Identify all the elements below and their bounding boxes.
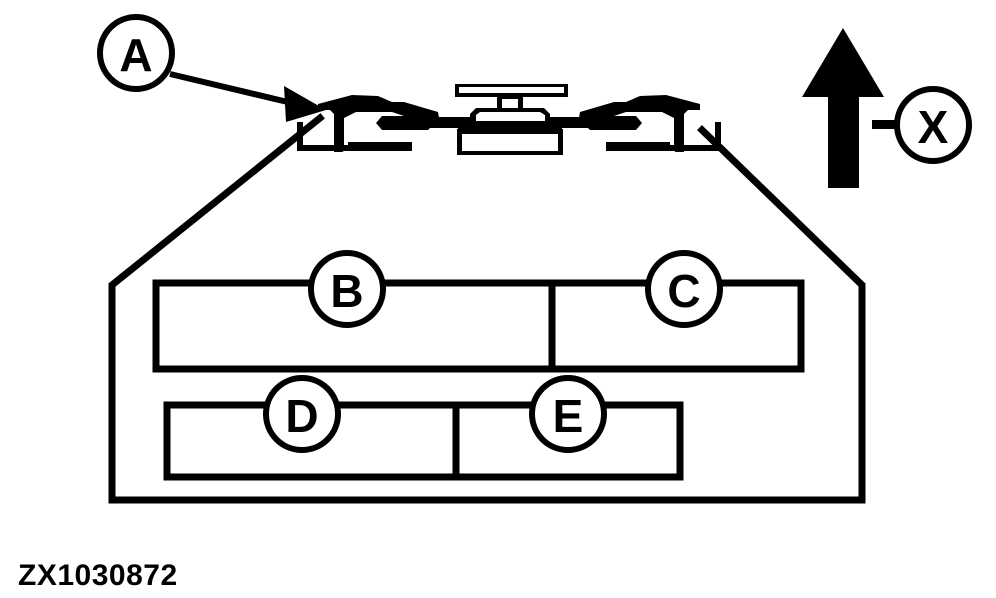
lower-panel-group: [163, 401, 684, 481]
callout-circle-c[interactable]: C: [645, 250, 723, 328]
forward-travel-arrow: [802, 28, 897, 188]
figure-caption: ZX1030872: [18, 559, 178, 592]
callout-c-ring[interactable]: [645, 250, 723, 328]
leader-line: [169, 71, 297, 107]
callout-x-label: X: [918, 101, 949, 153]
callout-circle-e[interactable]: E: [529, 375, 607, 453]
mast-mount: [455, 84, 568, 155]
callout-b-ring[interactable]: [308, 250, 386, 328]
callout-d-label: D: [285, 390, 318, 442]
callout-a-ring[interactable]: [97, 14, 175, 92]
callout-x-ring[interactable]: [894, 86, 972, 164]
callout-circle-x[interactable]: X: [894, 86, 972, 164]
machine-front-assembly: [297, 84, 721, 155]
callout-e-ring[interactable]: [529, 375, 607, 453]
exploded-detail-enclosure: [108, 113, 866, 504]
callout-circle-d[interactable]: D: [263, 375, 341, 453]
leader-arrowhead: [284, 86, 326, 122]
left-blade-arm: [318, 95, 440, 152]
callout-a-label: A: [119, 29, 152, 81]
callout-a-leader: [169, 71, 326, 122]
callout-b-label: B: [330, 265, 363, 317]
left-blade-arm-lip: [376, 116, 436, 130]
callout-c-label: C: [667, 265, 700, 317]
callout-e-label: E: [553, 390, 584, 442]
upper-panel-group: [152, 279, 805, 373]
callout-circle-a[interactable]: A: [97, 14, 175, 92]
callout-d-ring[interactable]: [263, 375, 341, 453]
callout-circle-b[interactable]: B: [308, 250, 386, 328]
direction-dash: [872, 120, 897, 129]
arrow-head-up: [802, 28, 884, 97]
lower-panel: [163, 401, 684, 481]
arrow-shaft: [828, 92, 859, 188]
upper-panel: [152, 279, 805, 373]
right-blade-arm-lip: [582, 116, 642, 130]
right-blade-arm: [578, 95, 700, 152]
